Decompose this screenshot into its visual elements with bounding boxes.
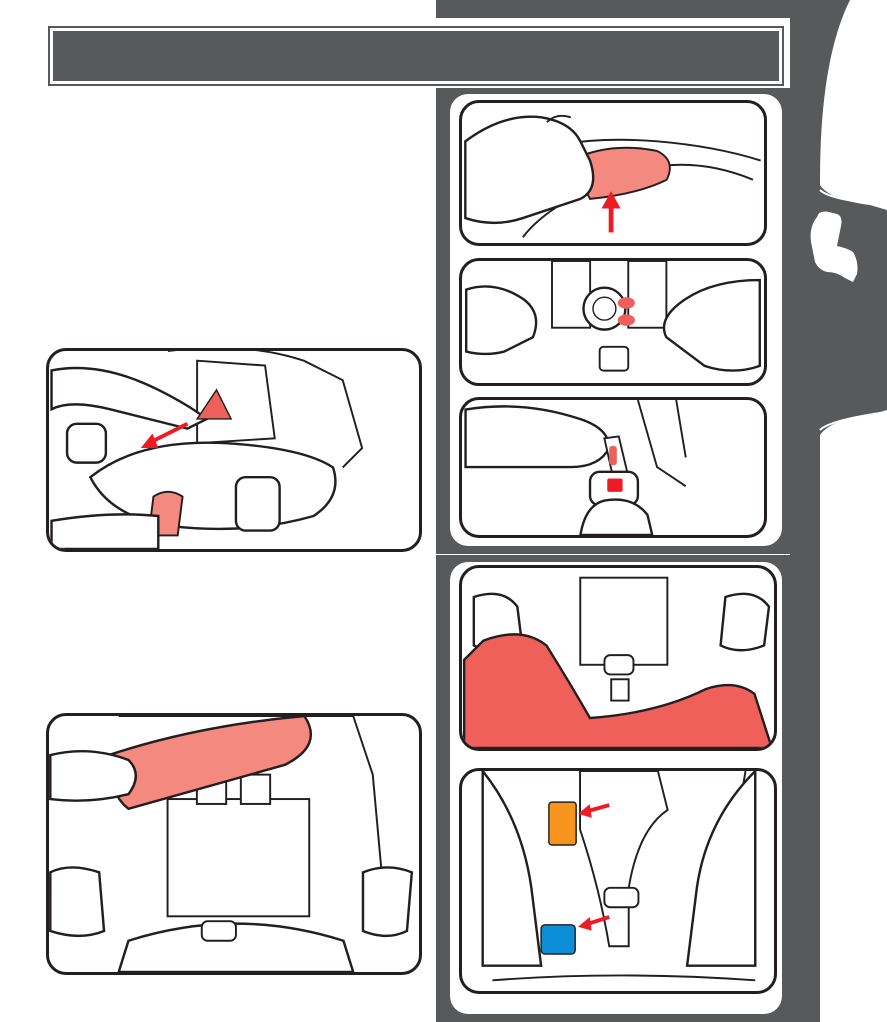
top-strip bbox=[436, 0, 811, 18]
illustration-unbuckle-harness bbox=[459, 397, 767, 538]
illustration-remove-seat-pad bbox=[46, 348, 422, 552]
illustration-locate-tags bbox=[459, 768, 777, 994]
illustration-press-chest-clip bbox=[459, 258, 767, 386]
illustration-remove-base-cover bbox=[459, 565, 777, 751]
illustration-lift-back-pad bbox=[46, 713, 422, 975]
buckle-release-icon bbox=[462, 400, 764, 535]
illustration-press-shoulder-release bbox=[459, 100, 767, 246]
hand-pressing-release-icon bbox=[462, 103, 764, 243]
chapter-edge bbox=[790, 0, 887, 1022]
page-title-bar bbox=[50, 28, 782, 84]
seat-pad-icon bbox=[49, 351, 419, 549]
chest-clip-icon bbox=[462, 261, 764, 383]
tag-locations-icon bbox=[462, 771, 774, 991]
back-pad-icon bbox=[49, 716, 419, 972]
seat-cover-icon bbox=[462, 568, 774, 748]
